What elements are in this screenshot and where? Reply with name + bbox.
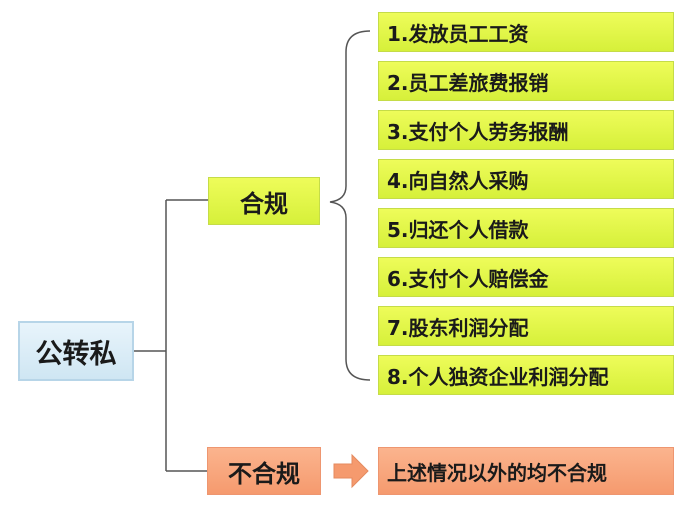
brace <box>329 30 371 381</box>
compliant-item-6: 6.支付个人赔偿金 <box>378 257 674 297</box>
compliant-item-1: 1.发放员工工资 <box>378 12 674 52</box>
compliant-item-5: 5.归还个人借款 <box>378 208 674 248</box>
compliant-item-2: 2.员工差旅费报销 <box>378 61 674 101</box>
compliant-item-4: 4.向自然人采购 <box>378 159 674 199</box>
root-node: 公转私 <box>18 321 134 381</box>
noncompliant-node: 不合规 <box>207 447 321 495</box>
noncompliant-item: 上述情况以外的均不合规 <box>378 447 674 495</box>
compliant-item-8: 8.个人独资企业利润分配 <box>378 355 674 395</box>
compliant-node: 合规 <box>208 177 320 225</box>
compliant-item-7: 7.股东利润分配 <box>378 306 674 346</box>
compliant-item-3: 3.支付个人劳务报酬 <box>378 110 674 150</box>
right-arrow-icon <box>333 453 369 489</box>
